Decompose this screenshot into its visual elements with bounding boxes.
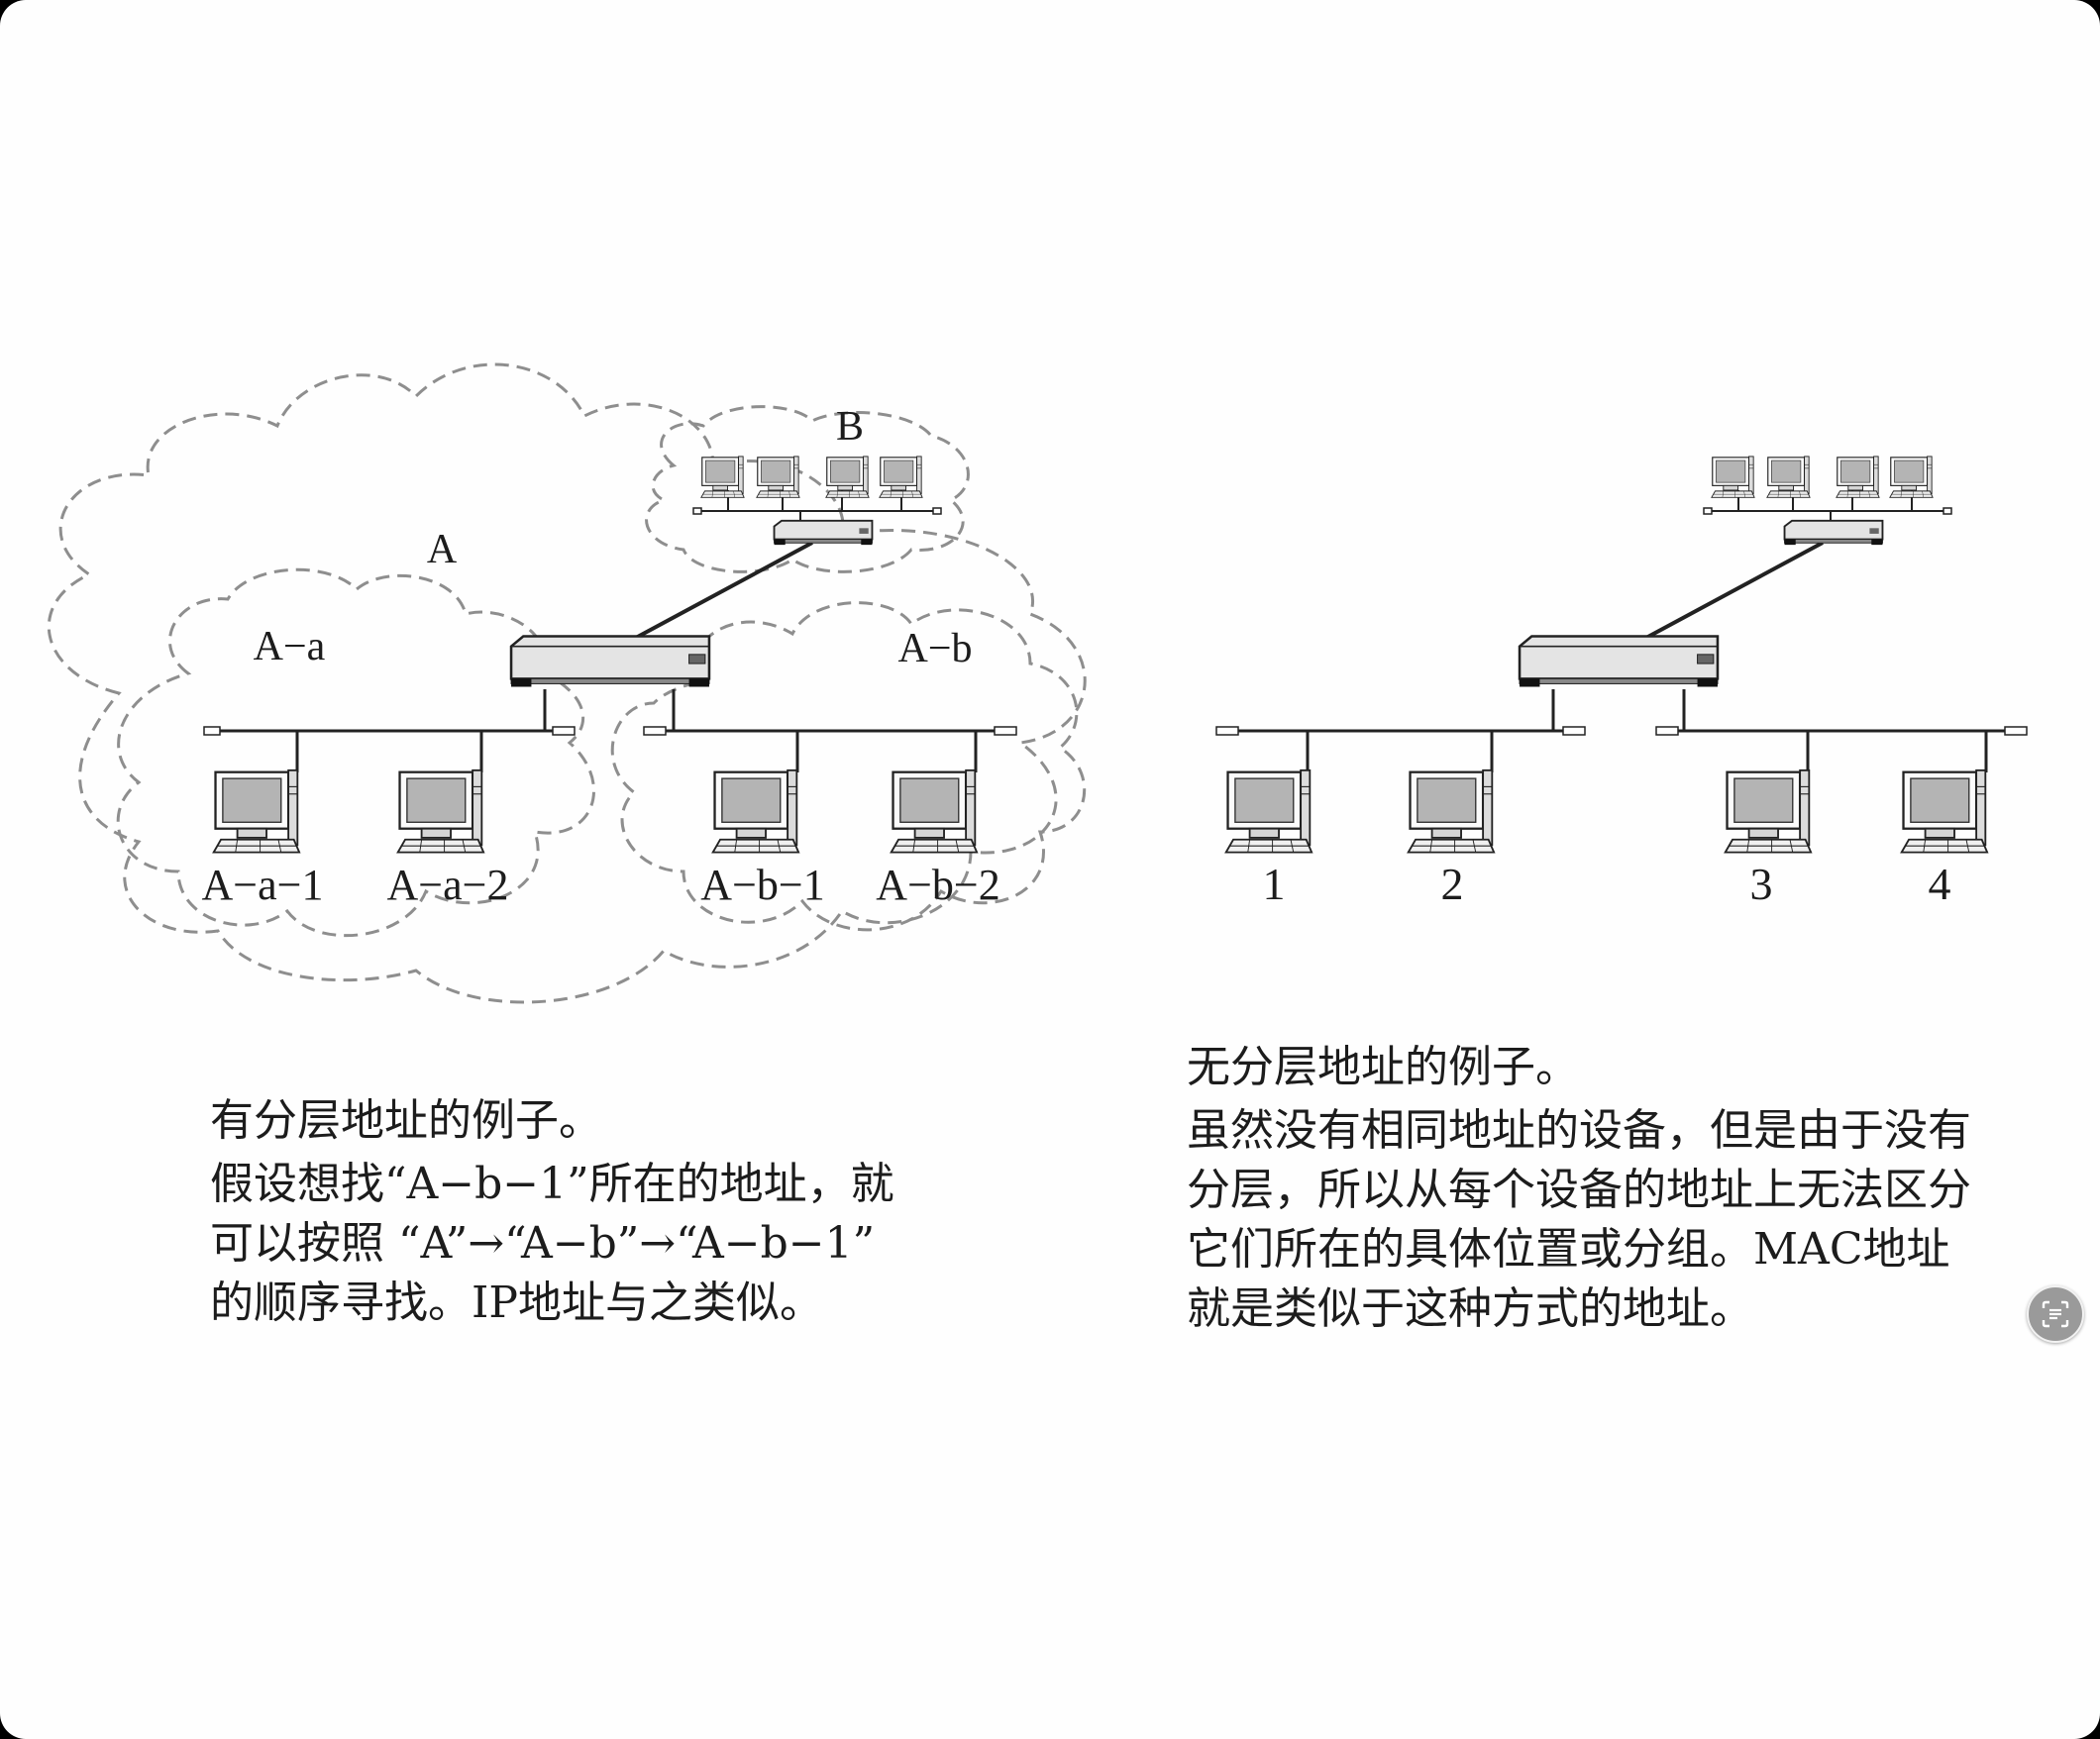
host-label: A−a−1 [202, 861, 324, 909]
cloud-a-a [116, 567, 595, 938]
computer-icon [756, 456, 800, 498]
computer-icon [1900, 768, 1989, 854]
computer-icon [890, 768, 979, 854]
flat-network: 1 2 3 4 [1215, 456, 2028, 909]
flat-caption: 无分层地址的例子。 虽然没有相同地址的设备，但是由于没有 分层，所以从每个设备的… [1187, 1038, 1971, 1339]
computer-icon [1724, 768, 1813, 854]
caption-line: 可以按照 “A”→“A−b”→“A−b−1” [210, 1218, 876, 1269]
computer-icon [1711, 456, 1755, 498]
caption-line: 虽然没有相同地址的设备，但是由于没有 [1187, 1105, 1971, 1156]
caption-line: 就是类似于这种方式的地址。 [1187, 1283, 1753, 1334]
label-a-b: A−b [897, 626, 972, 671]
host-label: 1 [1263, 859, 1286, 909]
computer-icon [700, 456, 745, 498]
computer-icon [1889, 456, 1934, 498]
caption-line: 假设想找“A−b−1”所在的地址，就 [210, 1159, 894, 1209]
caption-title: 无分层地址的例子。 [1187, 1042, 1579, 1092]
computer-icon [1836, 456, 1880, 498]
caption-line: 分层，所以从每个设备的地址上无法区分 [1187, 1165, 1971, 1215]
host-label: 4 [1929, 859, 1951, 909]
router-icon [509, 635, 711, 688]
host-label: A−b−1 [700, 861, 824, 909]
cloud-a-b [610, 601, 1087, 932]
cloud-a [47, 362, 1087, 1004]
label-a-a: A−a [254, 624, 326, 669]
caption-line: 的顺序寻找。IP地址与之类似。 [210, 1278, 823, 1328]
label-b: B [836, 404, 864, 450]
hierarchical-caption: 有分层地址的例子。 假设想找“A−b−1”所在的地址，就 可以按照 “A”→“A… [210, 1091, 894, 1333]
computer-icon [1224, 768, 1313, 854]
host-label: 3 [1750, 859, 1773, 909]
computer-icon [711, 768, 800, 854]
router-icon [773, 519, 874, 547]
router-icon [1783, 519, 1884, 547]
cloud-b [645, 405, 970, 573]
router-icon [1518, 635, 1720, 688]
caption-title: 有分层地址的例子。 [210, 1095, 602, 1146]
computer-icon [879, 456, 923, 498]
host-label: 2 [1441, 859, 1464, 909]
host-label: A−a−2 [387, 861, 509, 909]
caption-line: 它们所在的具体位置或分组。MAC地址 [1187, 1224, 1950, 1275]
hierarchical-network: B A A−a A−b A−a−1 A−a−2 A−b−1 A−b−2 [47, 362, 1087, 1004]
computer-icon [1407, 768, 1496, 854]
computer-icon [1766, 456, 1811, 498]
computer-icon [212, 768, 301, 854]
host-label: A−b−2 [876, 861, 999, 909]
computer-icon [396, 768, 485, 854]
computer-icon [825, 456, 870, 498]
text-scan-icon [2042, 1300, 2069, 1328]
label-a: A [427, 527, 458, 572]
text-scan-button[interactable] [2027, 1285, 2084, 1343]
